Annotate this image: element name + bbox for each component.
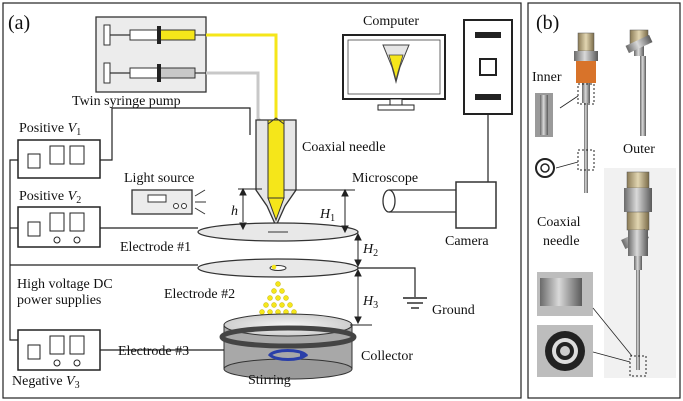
microscope-label: Microscope [352,171,419,186]
ground-label: Ground [432,303,475,318]
ground-icon [403,297,427,309]
coaxial-needle-drawing [255,117,297,232]
H1-label: H1 [320,207,336,224]
stirring-label: Stirring [248,373,291,388]
electrode-3-label: Electrode #3 [118,344,190,359]
coaxial-needle-closeups [537,272,633,377]
hv-supplies-label-line1: High voltage DC [17,277,113,292]
coaxial-needle-photo [604,168,676,378]
H2-label: H2 [363,242,379,259]
inner-label: Inner [532,70,562,85]
camera-label: Camera [445,234,489,249]
panel-a-label: (a) [8,12,31,34]
inner-needle-closeups [535,93,555,178]
power-supply-v3 [17,329,101,371]
positive-v1-label: Positive V1 [19,121,82,138]
twin-syringe-pump-label: Twin syringe pump [72,94,181,109]
computer-drawing [342,19,513,182]
coaxial-needle-label: Coaxial needle [302,140,386,155]
H3-label: H3 [363,294,379,311]
inner-needle-photo [555,32,598,193]
light-source-drawing [131,189,206,215]
inner-fluid-tube [206,33,278,122]
twin-syringe-pump [95,16,207,93]
panel-b-label: (b) [536,12,560,34]
computer-label: Computer [363,14,419,29]
electrode-2-label: Electrode #2 [164,287,236,302]
outer-fluid-tube [206,71,264,125]
wiring [9,107,416,351]
panel-b-frame [527,2,681,399]
coaxial-label-line1: Coaxial [537,215,581,230]
power-supply-v2 [17,206,101,248]
collector-drawing [219,313,357,380]
coaxial-label-line2: needle [543,234,580,249]
electrode-1-drawing [197,222,359,242]
dimension-lines [238,187,372,326]
electrode-1-label: Electrode #1 [120,240,192,255]
electrode-2-drawing [197,258,359,278]
negative-v3-label: Negative V3 [12,374,80,391]
h-label: h [231,204,238,219]
microscope-camera-drawing [382,181,497,229]
collector-label: Collector [361,349,414,364]
outer-needle-photo [625,29,653,136]
panel-a-frame [2,2,522,399]
positive-v2-label: Positive V2 [19,189,82,206]
power-supply-v1 [17,139,101,179]
light-source-label: Light source [124,171,195,186]
hv-supplies-label-line2: power supplies [17,293,102,308]
outer-label: Outer [623,142,655,157]
